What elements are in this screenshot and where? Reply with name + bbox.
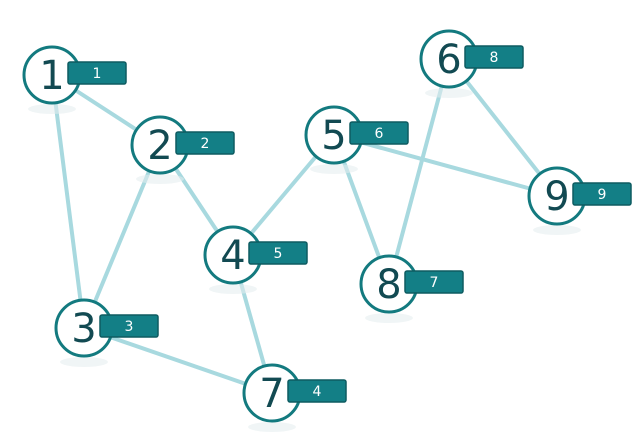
node-badge-label: 6 bbox=[375, 126, 384, 142]
edge-3-7 bbox=[82, 326, 274, 395]
edge-1-3 bbox=[50, 73, 86, 330]
node-badge bbox=[67, 61, 127, 85]
node-shadow bbox=[136, 174, 184, 184]
node-shadow bbox=[310, 164, 358, 174]
node-number: 4 bbox=[220, 233, 245, 279]
node-badge-label: 9 bbox=[598, 187, 607, 203]
edge-2-3 bbox=[82, 143, 162, 330]
node-shadow bbox=[533, 225, 581, 235]
node-badge bbox=[572, 182, 632, 206]
node-number: 6 bbox=[436, 37, 461, 83]
node-badge-label: 2 bbox=[201, 136, 210, 152]
node-badge bbox=[404, 270, 464, 294]
node-number: 5 bbox=[321, 113, 346, 159]
node-badge bbox=[349, 121, 409, 145]
node-badge-label: 4 bbox=[313, 384, 322, 400]
node-number: 2 bbox=[147, 123, 172, 169]
node-number: 1 bbox=[39, 53, 64, 99]
edge-5-9 bbox=[332, 133, 559, 198]
node-badge bbox=[248, 241, 308, 265]
node-number: 3 bbox=[71, 306, 96, 352]
node-badge-label: 7 bbox=[430, 275, 439, 291]
node-shadow bbox=[28, 104, 76, 114]
node-shadow bbox=[248, 422, 296, 432]
node-number: 8 bbox=[376, 262, 401, 308]
node-badge bbox=[175, 131, 235, 155]
node-badge bbox=[287, 379, 347, 403]
node-badge-label: 3 bbox=[125, 319, 134, 335]
node-shadow bbox=[365, 313, 413, 323]
node-number: 7 bbox=[259, 371, 284, 417]
node-badge-label: 8 bbox=[490, 50, 499, 66]
node-shadow bbox=[209, 284, 257, 294]
edges-layer bbox=[50, 57, 559, 395]
node-badge-label: 5 bbox=[274, 246, 283, 262]
node-badge-label: 1 bbox=[93, 66, 102, 82]
node-shadow bbox=[60, 357, 108, 367]
node-badge bbox=[464, 45, 524, 69]
node-shadow bbox=[425, 88, 473, 98]
node-badge bbox=[99, 314, 159, 338]
node-number: 9 bbox=[544, 174, 569, 220]
